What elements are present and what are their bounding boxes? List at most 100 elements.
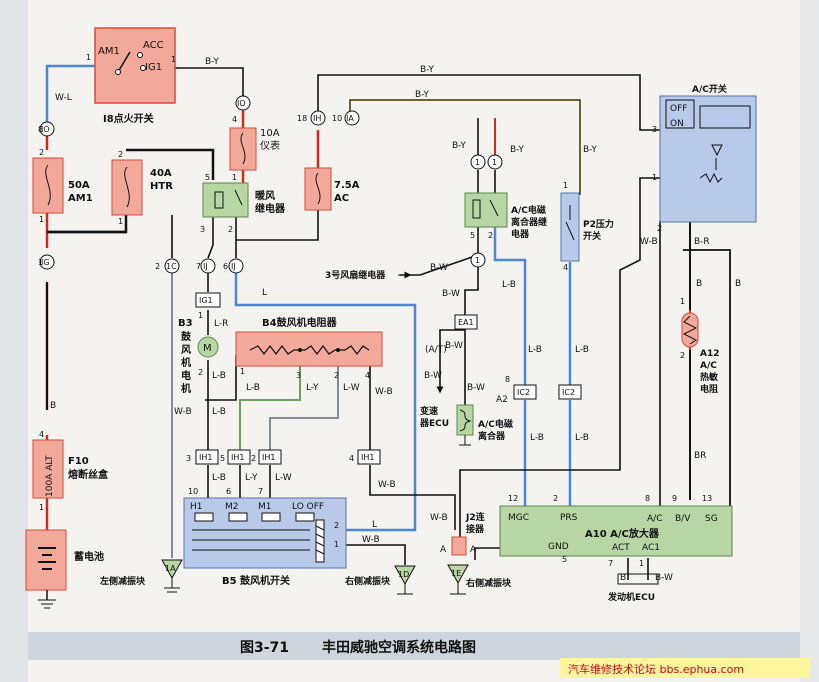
blower-motor-m: M (203, 343, 212, 354)
amp-act: ACT (612, 543, 630, 553)
wl-b-1: B (50, 401, 56, 411)
svg-text:IH: IH (313, 114, 321, 123)
connector-io-left: IO (39, 121, 55, 137)
svg-text:IH1: IH1 (361, 453, 374, 462)
wl-wb-3: W-B (378, 480, 396, 490)
svg-text:2: 2 (118, 150, 123, 159)
svg-text:IH1: IH1 (231, 453, 244, 462)
amp-gnd: GND (548, 542, 569, 552)
fuse-7.5a-ac (304, 167, 332, 211)
wl-bw-1: B-W (430, 263, 448, 273)
svg-text:5: 5 (470, 231, 475, 240)
fuse-10a-meter (229, 127, 257, 171)
caption-bar (28, 632, 800, 660)
svg-text:7: 7 (258, 487, 263, 496)
connector-ig1-b: IG1 (195, 292, 221, 308)
svg-text:6: 6 (223, 262, 228, 271)
label-am1: AM1 (98, 46, 120, 57)
svg-text:2: 2 (680, 351, 685, 360)
figure-number: 图3-71 (240, 640, 289, 656)
wire-ac-by (317, 74, 660, 131)
connector-1c: 1C (164, 258, 180, 274)
svg-text:8: 8 (645, 494, 650, 503)
wl-by-2: B-Y (420, 65, 434, 75)
connector-ih1-3: IH1 (258, 449, 282, 465)
blower-switch-lo-off: LO OFF (292, 502, 324, 512)
wl-lr: L-R (214, 319, 228, 329)
svg-text:2: 2 (334, 371, 339, 380)
wire-wl (45, 64, 97, 122)
clutch-relay-l2: 离合器继 (511, 216, 547, 228)
watermark: 汽车维修技术论坛 bbs.ephua.com (568, 662, 744, 676)
amp-mgc: MGC (508, 513, 529, 523)
svg-text:IO: IO (41, 125, 50, 134)
blower-motor-c3: 机 (181, 356, 191, 369)
svg-text:13: 13 (702, 494, 712, 503)
svg-text:1: 1 (198, 311, 203, 320)
wl-br-2: BR (694, 451, 706, 461)
wl-ly-2: L-Y (245, 473, 258, 483)
ground-1e: 1E (447, 564, 469, 595)
svg-text:7: 7 (196, 262, 201, 271)
battery-label: 蓄电池 (74, 550, 104, 563)
engine-ecu-label: 发动机ECU (607, 591, 655, 603)
svg-text:6: 6 (226, 487, 231, 496)
connector-ih1-4: IH1 (357, 449, 381, 465)
svg-text:1: 1 (652, 173, 657, 182)
figure-title: 丰田威驰空调系统电路图 (322, 639, 476, 656)
blower-switch-m1: M1 (258, 502, 272, 512)
svg-text:IA: IA (346, 114, 354, 123)
svg-text:2: 2 (155, 262, 160, 271)
j2-l1: J2连 (465, 511, 486, 523)
svg-text:4: 4 (39, 430, 44, 439)
battery (25, 529, 67, 609)
svg-text:IJ: IJ (231, 262, 236, 271)
connector-ij-2: IJ (228, 258, 244, 274)
svg-text:2: 2 (251, 454, 256, 463)
thermistor-l3: 电阻 (700, 383, 718, 395)
svg-text:IC2: IC2 (562, 388, 575, 397)
thermistor-l1: A/C (700, 361, 717, 371)
svg-text:IO: IO (237, 99, 246, 108)
svg-text:IG1: IG1 (199, 296, 213, 305)
fuse-40a-htr (111, 159, 143, 216)
fuse-am1-name: AM1 (68, 193, 93, 204)
fuse-50a-am1 (32, 157, 64, 214)
svg-text:10: 10 (188, 487, 198, 496)
connector-c1-b: 1 (487, 154, 503, 170)
svg-text:IC2: IC2 (517, 388, 530, 397)
wl-lb-7: L-B (530, 433, 544, 443)
wires (45, 64, 731, 580)
svg-text:9: 9 (672, 494, 677, 503)
wl-bw-2: B-W (442, 289, 460, 299)
connector-ea1: EA1 (454, 314, 478, 330)
blower-motor-code: B3 (178, 318, 193, 329)
fuse-box-code: F10 (68, 456, 89, 467)
amp-prs: PRS (560, 513, 578, 523)
blower-switch: H1 M2 M1 LO OFF (183, 497, 347, 569)
fuse-htr-amp: 40A (150, 168, 172, 179)
connector-ic2-1: IC2 (513, 384, 537, 400)
thermistor-l2: 热敏 (700, 371, 719, 383)
ground-right-label: 右侧减振块 (344, 575, 391, 587)
wl-lb-3: L-B (212, 407, 226, 417)
engine-ecu-bracket (617, 573, 659, 585)
ac-switch: OFF ON (659, 95, 757, 223)
ground-1e-code: 1E (451, 569, 461, 578)
ground-1a: 1A (161, 559, 183, 593)
thermistor-code: A12 (700, 349, 720, 359)
blower-resistor-label: B4鼓风机电阻器 (262, 316, 338, 329)
thermistor-a12 (681, 312, 699, 348)
svg-text:1: 1 (334, 540, 339, 549)
wl-b-2: B (696, 279, 702, 289)
svg-text:1: 1 (39, 215, 44, 224)
wl-lb-1: L-B (212, 371, 226, 381)
wl-wb-2: W-B (375, 387, 393, 397)
wire-mgc-blue (493, 225, 527, 385)
j2-l2: 接器 (466, 523, 485, 535)
blower-motor-c1: 鼓 (181, 330, 192, 343)
svg-text:2: 2 (657, 224, 662, 233)
svg-text:2: 2 (488, 231, 493, 240)
trans-ecu-l2: 器ECU (419, 418, 449, 429)
